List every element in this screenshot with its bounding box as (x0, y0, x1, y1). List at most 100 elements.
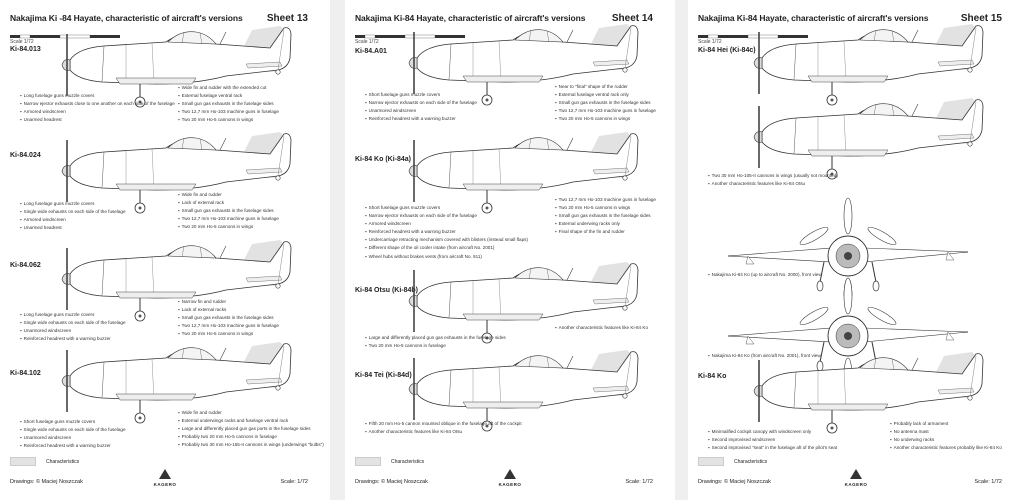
sheet-title: Nakajima Ki -84 Hayate, characteristic o… (10, 13, 243, 23)
note: Nakajima Ki-84 Ko (up to aircraft No. 20… (708, 271, 822, 279)
note: Reinforced headrest with a warning buzze… (365, 228, 528, 236)
note: External underwing racks only (555, 220, 656, 228)
characteristics-list-right: Two 12,7 mm Ho-103 machine guns in fusel… (555, 196, 656, 236)
note: Reinforced headrest with a warning buzze… (365, 115, 477, 123)
logo-text: KAGERO (498, 482, 522, 487)
note: Armored windscreen (365, 220, 528, 228)
scale-label: Scale 1/72 (10, 39, 34, 45)
aircraft-side-view (753, 24, 984, 106)
characteristics-list-left: Short fuselage guns muzzle covers Single… (20, 418, 126, 450)
note: Unarmored windscreen (365, 107, 477, 115)
scale-label: Scale 1/72 (355, 39, 379, 45)
front-view-caption: Nakajima Ki-84 Ko (up to aircraft No. 20… (708, 271, 822, 279)
note: Unarmed headrest (20, 224, 126, 232)
note: Reinforced headrest with a warning buzze… (20, 442, 126, 450)
legend: Characteristics (10, 457, 79, 466)
characteristics-list-right: Probably lack of armament No antenna mas… (890, 420, 1002, 452)
scale-bar (355, 34, 465, 39)
legend-label: Characteristics (734, 458, 768, 465)
note: Probably two 30 mm Ho-155-II cannons in … (178, 441, 324, 449)
note: Two 20 mm Ho-5 cannons in wings (555, 115, 656, 123)
sheet-number: Sheet 15 (960, 13, 1002, 24)
legend: Characteristics (698, 457, 767, 466)
note: Small gun gas exhausts in the fuselage s… (178, 207, 279, 215)
note: Wheel hubs without brakes vents (from ai… (365, 253, 528, 261)
characteristics-list-left: Long fuselage guns muzzle covers Single … (20, 200, 126, 232)
drawings-credit: Drawings: © Maciej Noszczak (355, 479, 428, 485)
characteristics-list-right: Wide fin and rudder with the extended cu… (178, 84, 279, 124)
note: Unarmed headrest (20, 116, 175, 124)
note: Single wide exhausts on each side of the… (20, 426, 126, 434)
logo-text: KAGERO (153, 482, 177, 487)
kagero-logo-mark (850, 469, 862, 479)
note: Another characteristic features probably… (890, 444, 1002, 452)
note: Wide fin and rudder (178, 409, 324, 417)
characteristics-list-right: Near to "final" shape of the rudder Exte… (555, 83, 656, 123)
note: Small gun gas exhausts in the fuselage s… (178, 100, 279, 108)
legend-label: Characteristics (46, 458, 80, 465)
characteristics-list-left: Long fuselage guns muzzle covers Single … (20, 311, 126, 343)
note: Large and differently placed gun gas por… (178, 425, 324, 433)
front-view-caption: Nakajima Ki-84 Ko (from aircraft No. 200… (708, 352, 821, 360)
version-label: Ki-84.013 (10, 46, 41, 53)
aircraft-side-view (753, 98, 984, 180)
version-label: Ki-84 Hei (Ki-84c) (698, 47, 756, 54)
note: Probably lack of armament (890, 420, 1002, 428)
kagero-logo: KAGERO (145, 467, 185, 487)
version-label: Ki-84.A01 (355, 48, 387, 55)
characteristics-list-right: Another characteristic features like Ki-… (555, 324, 648, 332)
note: Two 12,7 mm Ho-103 machine guns in fusel… (178, 108, 279, 116)
note: Narrow ejector exhausts on each side of … (365, 99, 477, 107)
note: Minimalified cockpit canopy with windscr… (708, 428, 837, 436)
note: Another characteristic features like Ki-… (365, 428, 522, 436)
note: Two 12,7 mm Ho-103 machine guns in fusel… (555, 107, 656, 115)
note: Single wide exhausts on each side of the… (20, 319, 126, 327)
version-label: Ki-84 Tei (Ki-84d) (355, 372, 412, 379)
note: Second improvised "seat" in the fuselage… (708, 444, 837, 452)
note: Two 20 mm Ho-5 cannons in wings (178, 330, 279, 338)
scale-label: Scale 1/72 (698, 39, 722, 45)
scale-bar (698, 34, 808, 39)
note: Small gun gas exhausts in the fuselage s… (555, 212, 656, 220)
note: Short fuselage guns muzzle covers (365, 204, 528, 212)
sheet-number: Sheet 14 (611, 13, 653, 24)
note: Short fuselage guns muzzle covers (365, 91, 477, 99)
note: No antenna mast (890, 428, 1002, 436)
note: Narrow ejector exhausts close to one ano… (20, 100, 175, 108)
characteristics-list-right: Wide fin and rudder External underwings … (178, 409, 324, 449)
note: Small gun gas exhausts in the fuselage s… (178, 314, 279, 322)
note: Two 20 mm Ho-5 cannons in wings (178, 223, 279, 231)
note: External fuselage ventral rack only (555, 91, 656, 99)
note: Nakajima Ki-84 Ko (from aircraft No. 200… (708, 352, 821, 360)
note: Long fuselage guns muzzle covers (20, 311, 126, 319)
note: Unarmored windscreen (20, 434, 126, 442)
note: Long fuselage guns muzzle covers (20, 92, 175, 100)
note: Wide fin and rudder (178, 191, 279, 199)
characteristics-list-left: Short fuselage guns muzzle covers Narrow… (365, 204, 528, 261)
characteristics-list-right: Wide fin and rudder Lack of external rac… (178, 191, 279, 231)
footer-scale: Scale: 1/72 (625, 479, 653, 485)
version-label: Ki-84.102 (10, 370, 41, 377)
page-gutter (673, 0, 688, 500)
note: Reinforced headrest with a warning buzze… (20, 335, 126, 343)
note: Undercarriage retracting mechanism cover… (365, 236, 528, 244)
note: Two 30 mm Ho-105-II cannons in wings (us… (708, 172, 838, 180)
sheet-13: Nakajima Ki -84 Hayate, characteristic o… (0, 0, 330, 500)
version-label: Ki-84.024 (10, 152, 41, 159)
characteristics-list-left: Two 30 mm Ho-105-II cannons in wings (us… (708, 172, 838, 188)
version-label: Ki-84 Ko (698, 373, 727, 380)
legend-swatch (10, 457, 36, 466)
note: Near to "final" shape of the rudder (555, 83, 656, 91)
note: Second improvised windscreen (708, 436, 837, 444)
note: Unarmored windscreen (20, 327, 126, 335)
note: Long fuselage guns muzzle covers (20, 200, 126, 208)
characteristics-list-left: Short fuselage guns muzzle covers Narrow… (365, 91, 477, 123)
drawings-credit: Drawings: © Maciej Noszczak (698, 479, 771, 485)
kagero-logo: KAGERO (490, 467, 530, 487)
legend: Characteristics (355, 457, 424, 466)
legend-swatch (698, 457, 724, 466)
note: Short fuselage guns muzzle covers (20, 418, 126, 426)
note: Wide fin and rudder with the extended cu… (178, 84, 279, 92)
sheet-15: Nakajima Ki-84 Hayate, characteristic of… (688, 0, 1024, 500)
